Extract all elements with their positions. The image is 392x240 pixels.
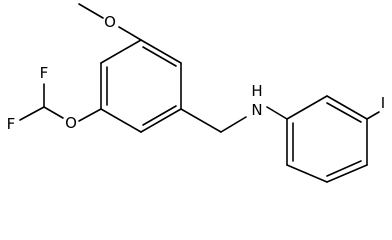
bond-ring-a-6 xyxy=(100,39,142,64)
atom-h-on-n: H xyxy=(251,82,262,100)
bond-ring-a-3-inner xyxy=(142,105,177,126)
bond-ring-b-5 xyxy=(326,95,368,120)
bond-ring-b-6 xyxy=(286,95,328,120)
bond-chf2-f-lower xyxy=(19,106,45,121)
atom-labels: O O F F H N I xyxy=(7,13,386,133)
bond-ch2-n xyxy=(220,116,247,133)
bond-methyl-o xyxy=(78,3,104,19)
atom-f-upper: F xyxy=(40,64,49,82)
bond-ring-a-3 xyxy=(140,108,182,133)
bond-ring-a-1-inner xyxy=(142,46,177,67)
atom-o-ether: O xyxy=(65,114,77,132)
bond-ring-b-2 xyxy=(286,164,328,183)
atom-i: I xyxy=(381,94,385,112)
bond-ring-i xyxy=(366,111,380,120)
atom-o-methoxy: O xyxy=(104,13,116,31)
bond-o-chf2 xyxy=(43,106,64,119)
chemical-structure: O O F F H N I xyxy=(7,3,386,183)
atom-n: N xyxy=(251,101,262,119)
bond-ring-b-5-inner xyxy=(326,102,362,123)
bond-group xyxy=(19,3,380,183)
bond-ring-a-1 xyxy=(140,39,182,64)
bond-ring-a-4 xyxy=(100,108,142,133)
bond-o-ring xyxy=(118,26,142,41)
bond-ring-ch2 xyxy=(180,108,222,133)
bond-ring-b-3-inner xyxy=(326,160,362,177)
bond-ring-b-3 xyxy=(326,164,368,183)
bond-ring-o-ether xyxy=(78,108,102,122)
bond-n-ring xyxy=(266,106,288,120)
atom-f-lower: F xyxy=(7,115,16,133)
